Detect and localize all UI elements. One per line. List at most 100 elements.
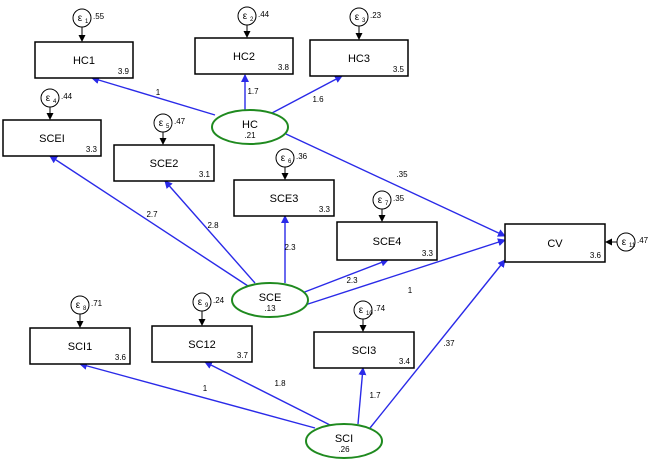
observed-node-cv: CV 3.6: [504, 223, 606, 263]
path-coefficient-hc-hc1: 1: [156, 88, 161, 97]
error-variance: .44: [61, 92, 73, 101]
latent-variance: .26: [338, 445, 350, 454]
observed-box: [313, 331, 415, 369]
latent-node-hc: HC.21: [211, 109, 289, 145]
path-sci-to-sci3: [357, 367, 367, 425]
error-variance: .55: [93, 12, 105, 21]
error-subscript: 1: [85, 19, 89, 25]
path-sce-to-sce2: [164, 180, 256, 284]
observed-box: [233, 179, 335, 217]
intercept-value: 3.6: [590, 251, 602, 260]
error-subscript: 2: [250, 17, 254, 23]
error-subscript: 3: [362, 18, 366, 24]
error-symbol: ε: [281, 153, 286, 164]
error-symbol: ε: [76, 300, 81, 311]
observed-node-sce3: SCE3 3.3: [233, 179, 335, 217]
path-coefficient-hc-hc3: 1.6: [312, 95, 324, 104]
observed-node-hc2: HC2 3.8: [194, 37, 294, 75]
path-coefficient-sci-sc12: 1.8: [274, 379, 286, 388]
error-variance: .47: [174, 117, 186, 126]
error-variance: .23: [370, 11, 382, 20]
latent-node-sci: SCI.26: [305, 423, 383, 459]
path-sci-to-cv: [369, 259, 506, 429]
observed-box: [504, 223, 606, 263]
path-sce-to-scei: [49, 155, 249, 287]
intercept-value: 3.5: [393, 65, 405, 74]
latent-variance: .21: [244, 131, 256, 140]
observed-label: CV: [547, 238, 563, 250]
observed-node-scei: SCEI 3.3: [2, 119, 102, 157]
error-symbol: ε: [622, 237, 627, 248]
observed-label: SCE4: [373, 236, 402, 248]
error-symbol: ε: [243, 11, 248, 22]
observed-label: SC12: [188, 339, 216, 351]
error-symbol: ε: [359, 305, 364, 316]
path-coefficient-hc-cv: .35: [396, 170, 408, 179]
error-subscript: 11: [629, 243, 636, 249]
path-sce-to-sce4: [301, 258, 389, 294]
observed-label: HC3: [348, 53, 370, 65]
observed-box: [29, 327, 131, 365]
path-coefficient-sci-sci3: 1.7: [369, 391, 381, 400]
observed-label: SCEI: [39, 133, 65, 145]
path-coefficient-sci-sci1: 1: [203, 384, 208, 393]
error-subscript: 9: [205, 303, 209, 309]
observed-label: HC1: [73, 55, 95, 67]
intercept-value: 3.6: [115, 353, 127, 362]
path-coefficient-sce-cv: 1: [408, 286, 413, 295]
observed-node-hc3: HC3 3.5: [309, 39, 409, 77]
latent-ellipse: [305, 423, 383, 459]
observed-box: [309, 39, 409, 77]
error-symbol: ε: [78, 13, 83, 24]
error-variance: .74: [374, 304, 386, 313]
path-hc-to-cv: [285, 133, 506, 237]
error-subscript: 6: [288, 159, 292, 165]
intercept-value: 3.3: [422, 249, 434, 258]
latent-label: SCE: [259, 292, 282, 304]
latent-label: HC: [242, 119, 258, 131]
intercept-value: 3.3: [319, 205, 331, 214]
error-variance: .47: [637, 236, 649, 245]
error-variance: .24: [213, 296, 225, 305]
intercept-value: 3.3: [86, 145, 98, 154]
error-symbol: ε: [159, 118, 164, 129]
error-symbol: ε: [46, 93, 51, 104]
observed-label: HC2: [233, 51, 255, 63]
path-sci-to-sci1: [79, 361, 316, 429]
error-subscript: 10: [366, 311, 373, 317]
error-variance: .71: [91, 299, 103, 308]
intercept-value: 3.4: [399, 357, 411, 366]
observed-box: [113, 144, 215, 182]
observed-box: [34, 41, 134, 79]
observed-label: SCE3: [270, 193, 299, 205]
path-coefficient-sci-cv: .37: [443, 339, 455, 348]
error-subscript: 7: [385, 201, 389, 207]
intercept-value: 3.9: [118, 67, 130, 76]
error-subscript: 4: [53, 99, 57, 105]
latent-label: SCI: [335, 433, 353, 445]
path-sci-to-sc12: [204, 361, 331, 426]
path-hc-to-hc3: [271, 75, 343, 114]
intercept-value: 3.8: [278, 63, 290, 72]
observed-box: [194, 37, 294, 75]
observed-box: [336, 221, 438, 261]
path-hc-to-hc1: [91, 76, 216, 116]
error-variance: .35: [393, 194, 405, 203]
latent-node-sce: SCE.13: [231, 282, 309, 318]
intercept-value: 3.1: [199, 170, 211, 179]
observed-box: [2, 119, 102, 157]
